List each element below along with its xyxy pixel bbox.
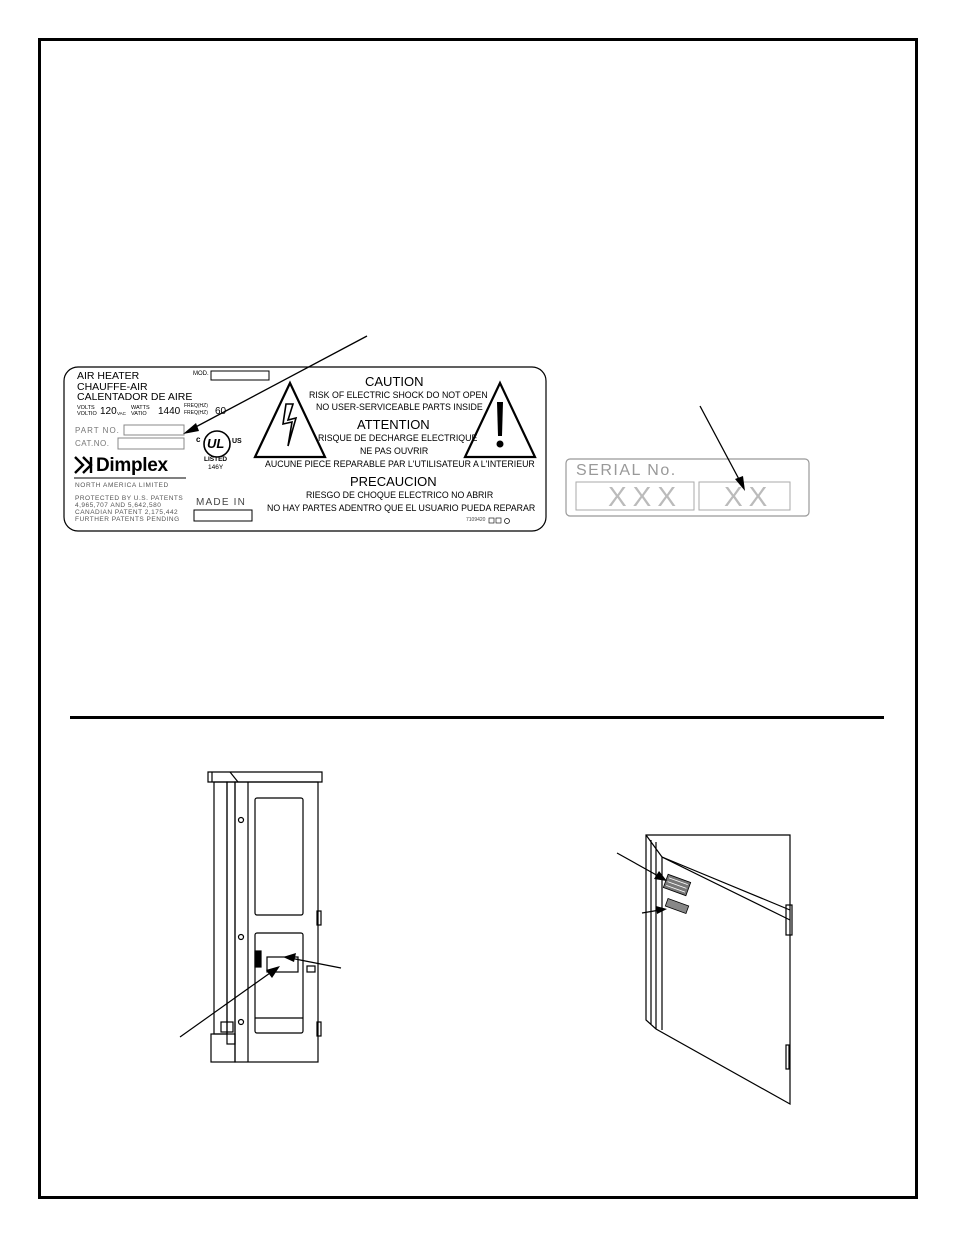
part-no-box xyxy=(123,424,185,436)
mod-label: MOD. xyxy=(193,371,209,377)
watts-label-es: VATIO xyxy=(131,411,147,417)
precaucion-line-1: RIESGO DE CHOQUE ELECTRICO NO ABRIR xyxy=(306,490,494,500)
caution-line-1: RISK OF ELECTRIC SHOCK DO NOT OPEN xyxy=(309,390,488,400)
volts-value: 120 xyxy=(100,406,117,417)
rating-label-arrowhead xyxy=(183,423,199,434)
attention-line-2: NE PAS OUVRIR xyxy=(360,446,429,456)
volts-label-en: VOLTS xyxy=(77,405,95,411)
label-air-heater: AIR HEATER xyxy=(77,370,140,382)
section-divider xyxy=(70,716,884,719)
attention-line-1: RISQUE DE DECHARGE ELECTRIQUE xyxy=(318,433,478,443)
freq-value: 60 xyxy=(215,406,227,417)
watts-label-en: WATTS xyxy=(131,405,150,411)
heater-isometric-drawing xyxy=(645,834,793,1106)
serial-field-2-box xyxy=(698,481,791,511)
lightning-bolt-icon xyxy=(282,403,298,447)
serial-field-2: XX xyxy=(724,481,774,512)
electric-hazard-triangle-icon xyxy=(253,380,327,459)
brand-subtitle: NORTH AMERICA LIMITED xyxy=(75,482,169,489)
exclamation-bar-icon xyxy=(497,402,503,436)
serial-label-outline xyxy=(565,458,810,517)
ul-circle-icon xyxy=(203,430,231,458)
ul-listed: LISTED xyxy=(204,456,228,463)
serial-title: SERIAL No. xyxy=(576,462,677,479)
serial-field-1: XXX xyxy=(608,481,683,512)
label-chauffe-air: CHAUFFE-AIR xyxy=(77,381,148,393)
page-border xyxy=(38,38,918,1199)
iso-serial-label-mark xyxy=(664,897,690,915)
made-in-label: MADE IN xyxy=(196,497,247,508)
volts-label-es: VOLTIO xyxy=(77,411,97,417)
ul-us-mark: US xyxy=(232,438,242,445)
freq-label-es: FREQ(HZ) xyxy=(184,410,208,416)
made-in-box xyxy=(193,509,253,522)
patent-line-1: PROTECTED BY U.S. PATENTS xyxy=(75,495,184,502)
label-part-code: 7109420 xyxy=(466,517,486,523)
iso-rating-label-mark xyxy=(662,873,692,897)
side-view-leader-left xyxy=(179,972,271,1038)
label-calentador: CALENTADOR DE AIRE xyxy=(77,391,193,403)
part-no-label: PART NO. xyxy=(75,426,120,435)
exclamation-dot-icon xyxy=(496,440,504,448)
ul-logo: UL xyxy=(207,436,225,451)
warning-triangle-icon xyxy=(463,380,537,459)
iso-leader-top xyxy=(616,852,661,878)
ul-c-mark: c xyxy=(196,435,201,444)
serial-leader-line xyxy=(699,405,742,484)
attention-line-3: AUCUNE PIECE REPARABLE PAR L'UTILISATEUR… xyxy=(265,459,535,469)
patent-line-3: CANADIAN PATENT 2,175,442 xyxy=(75,509,179,516)
rating-label-outline xyxy=(63,366,547,532)
mod-box xyxy=(210,370,270,381)
patent-line-4: FURTHER PATENTS PENDING xyxy=(75,516,180,523)
caution-line-2: NO USER-SERVICEABLE PARTS INSIDE xyxy=(316,402,483,412)
brand-name: Dimplex xyxy=(96,455,168,476)
cat-no-label: CAT.NO. xyxy=(75,439,110,448)
heater-side-view-drawing xyxy=(207,771,323,1063)
serial-arrowhead xyxy=(735,476,745,491)
volts-unit: VAC xyxy=(117,411,126,416)
caution-title: CAUTION xyxy=(365,374,424,389)
cat-no-box xyxy=(117,437,185,450)
dimplex-logo-icon xyxy=(74,456,93,474)
serial-field-1-box xyxy=(575,481,695,511)
precaucion-title: PRECAUCION xyxy=(350,474,437,489)
freq-label-en: FREQ(HZ) xyxy=(184,403,208,409)
precaucion-line-2: NO HAY PARTES ADENTRO QUE EL USUARIO PUE… xyxy=(267,503,536,513)
watts-value: 1440 xyxy=(158,406,181,417)
patent-line-2: 4,965,707 AND 5,642,580 xyxy=(75,502,162,509)
attention-title: ATTENTION xyxy=(357,417,430,432)
side-view-leader-right xyxy=(289,957,342,969)
ul-code: 146Y xyxy=(208,464,224,471)
rating-label-leader-line xyxy=(189,335,368,431)
